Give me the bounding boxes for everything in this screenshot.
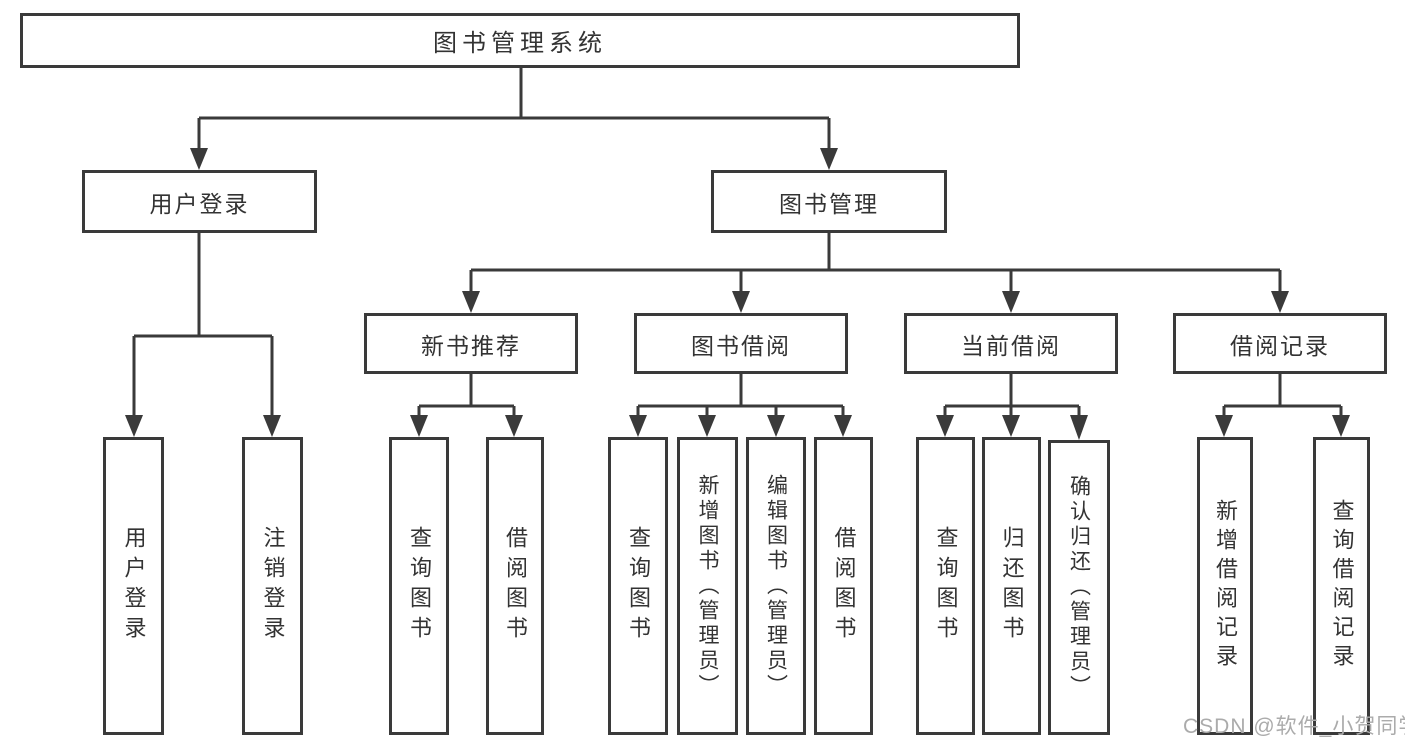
arrowheads [125,148,1350,440]
leaf-user-login-label: 用户登录 [121,526,147,646]
leaf-current-return-books: 归还图书 [982,437,1041,735]
leaf-newbook-borrow-books: 借阅图书 [486,437,544,735]
leaf-borrow-query-books: 查询图书 [608,437,668,735]
node-user-login-label: 用户登录 [149,190,250,217]
node-new-book-recommend-label: 新书推荐 [421,332,521,359]
leaf-borrow-borrow-books: 借阅图书 [814,437,873,735]
leaf-current-confirm-return-admin: 确认归还（管理员） [1048,440,1110,735]
node-book-borrow-label: 图书借阅 [691,332,791,359]
leaf-borrow-query-books-label: 查询图书 [626,526,651,646]
node-borrow-records: 借阅记录 [1173,313,1387,374]
watermark: CSDN @软件_小贺同学 [1183,715,1405,738]
leaf-borrow-add-books-admin: 新增图书（管理员） [677,437,738,735]
leaf-records-query-record-label: 查询借阅记录 [1329,499,1355,673]
leaf-borrow-borrow-books-label: 借阅图书 [831,526,857,646]
leaf-borrow-add-books-admin-label: 新增图书（管理员） [696,473,719,699]
node-new-book-recommend: 新书推荐 [364,313,578,374]
leaf-borrow-edit-books-admin: 编辑图书（管理员） [746,437,806,735]
leaf-current-return-books-label: 归还图书 [999,526,1025,646]
leaf-newbook-borrow-books-label: 借阅图书 [503,526,528,646]
node-user-login: 用户登录 [82,170,317,233]
leaf-records-query-record: 查询借阅记录 [1313,437,1370,735]
node-root: 图书管理系统 [20,13,1020,68]
leaf-current-confirm-return-admin-label: 确认归还（管理员） [1067,475,1091,700]
leaf-logout: 注销登录 [242,437,303,735]
leaf-current-query-books-label: 查询图书 [933,526,959,646]
node-current-borrow-label: 当前借阅 [961,332,1061,359]
leaf-user-login: 用户登录 [103,437,164,735]
leaf-current-query-books: 查询图书 [916,437,975,735]
leaf-records-add-record-label: 新增借阅记录 [1213,499,1238,673]
leaf-borrow-edit-books-admin-label: 编辑图书（管理员） [764,473,788,699]
node-book-management-label: 图书管理 [779,190,879,217]
leaf-logout-label: 注销登录 [260,526,286,646]
leaf-newbook-query-books-label: 查询图书 [407,526,432,646]
node-book-management: 图书管理 [711,170,947,233]
leaf-records-add-record: 新增借阅记录 [1197,437,1253,735]
node-borrow-records-label: 借阅记录 [1230,332,1330,359]
node-current-borrow: 当前借阅 [904,313,1118,374]
node-root-label: 图书管理系统 [433,30,607,57]
node-book-borrow: 图书借阅 [634,313,848,374]
leaf-newbook-query-books: 查询图书 [389,437,449,735]
